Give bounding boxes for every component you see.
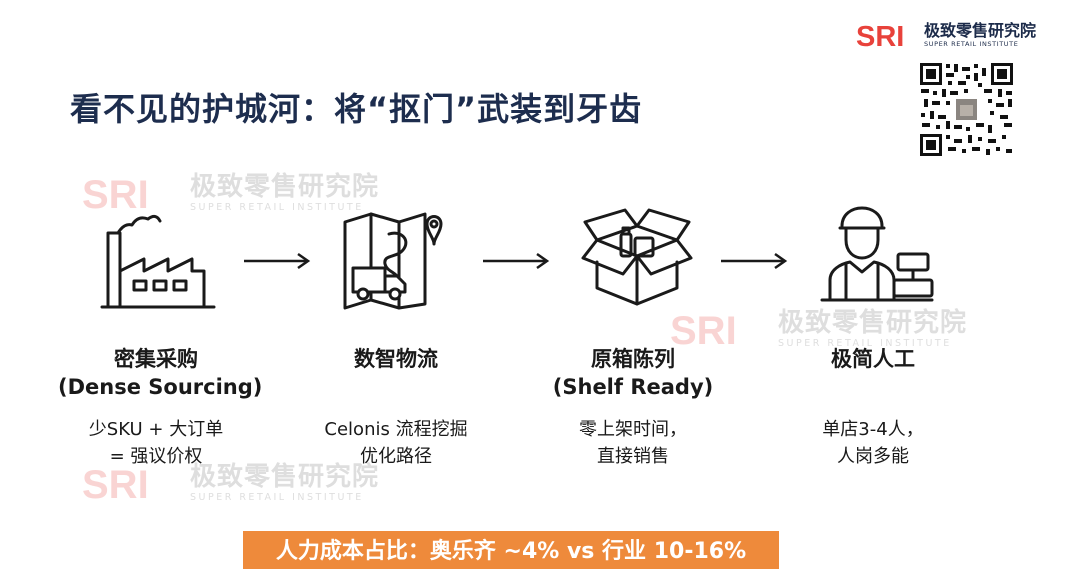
step-description: 单店3-4人， 人岗多能 [822,419,924,467]
step-title: 数智物流 [354,347,438,371]
sri-logo-icon: SRI [856,21,904,50]
factory-icon [100,214,216,309]
watermark-name-cn: 极致零售研究院 [190,172,380,202]
watermark-name-cn: 极致零售研究院 [778,308,968,338]
watermark-name-en: SUPER RETAIL INSTITUTE [190,492,364,503]
page-title: 看不见的护城河：将“抠门”武装到牙齿 [70,90,643,128]
svg-text:SRI: SRI [856,21,904,50]
svg-text:SRI: SRI [670,309,737,350]
arrow-right-icon [244,252,311,270]
watermark-logo-icon: SRI [670,309,737,350]
qr-code-icon [918,61,1015,158]
brand-logo: SRI 极致零售研究院 SUPER RETAIL INSTITUTE [856,20,1036,50]
step-description: Celonis 流程挖掘 优化路径 [324,419,468,467]
watermark: SRI 极致零售研究院 SUPER RETAIL INSTITUTE [670,308,967,350]
step-title: 密集采购 (Dense Sourcing) [58,347,263,399]
step-title: 原箱陈列 (Shelf Ready) [552,347,714,399]
step-title: 极简人工 [831,347,915,371]
step-description: 少SKU + 大订单 = 强议价权 [88,419,224,467]
arrow-right-icon [721,252,788,270]
arrow-right-icon [483,252,550,270]
brand-name-en: SUPER RETAIL INSTITUTE [924,39,1019,48]
step-description: 零上架时间， 直接销售 [579,419,687,467]
cost-comparison-banner: 人力成本占比：奥乐齐 ~4% vs 行业 10-16% [243,531,779,569]
brand-name-cn: 极致零售研究院 [924,20,1037,40]
cashier-icon [820,206,934,302]
logistics-map-truck-icon [343,212,443,310]
open-box-icon [581,208,693,306]
